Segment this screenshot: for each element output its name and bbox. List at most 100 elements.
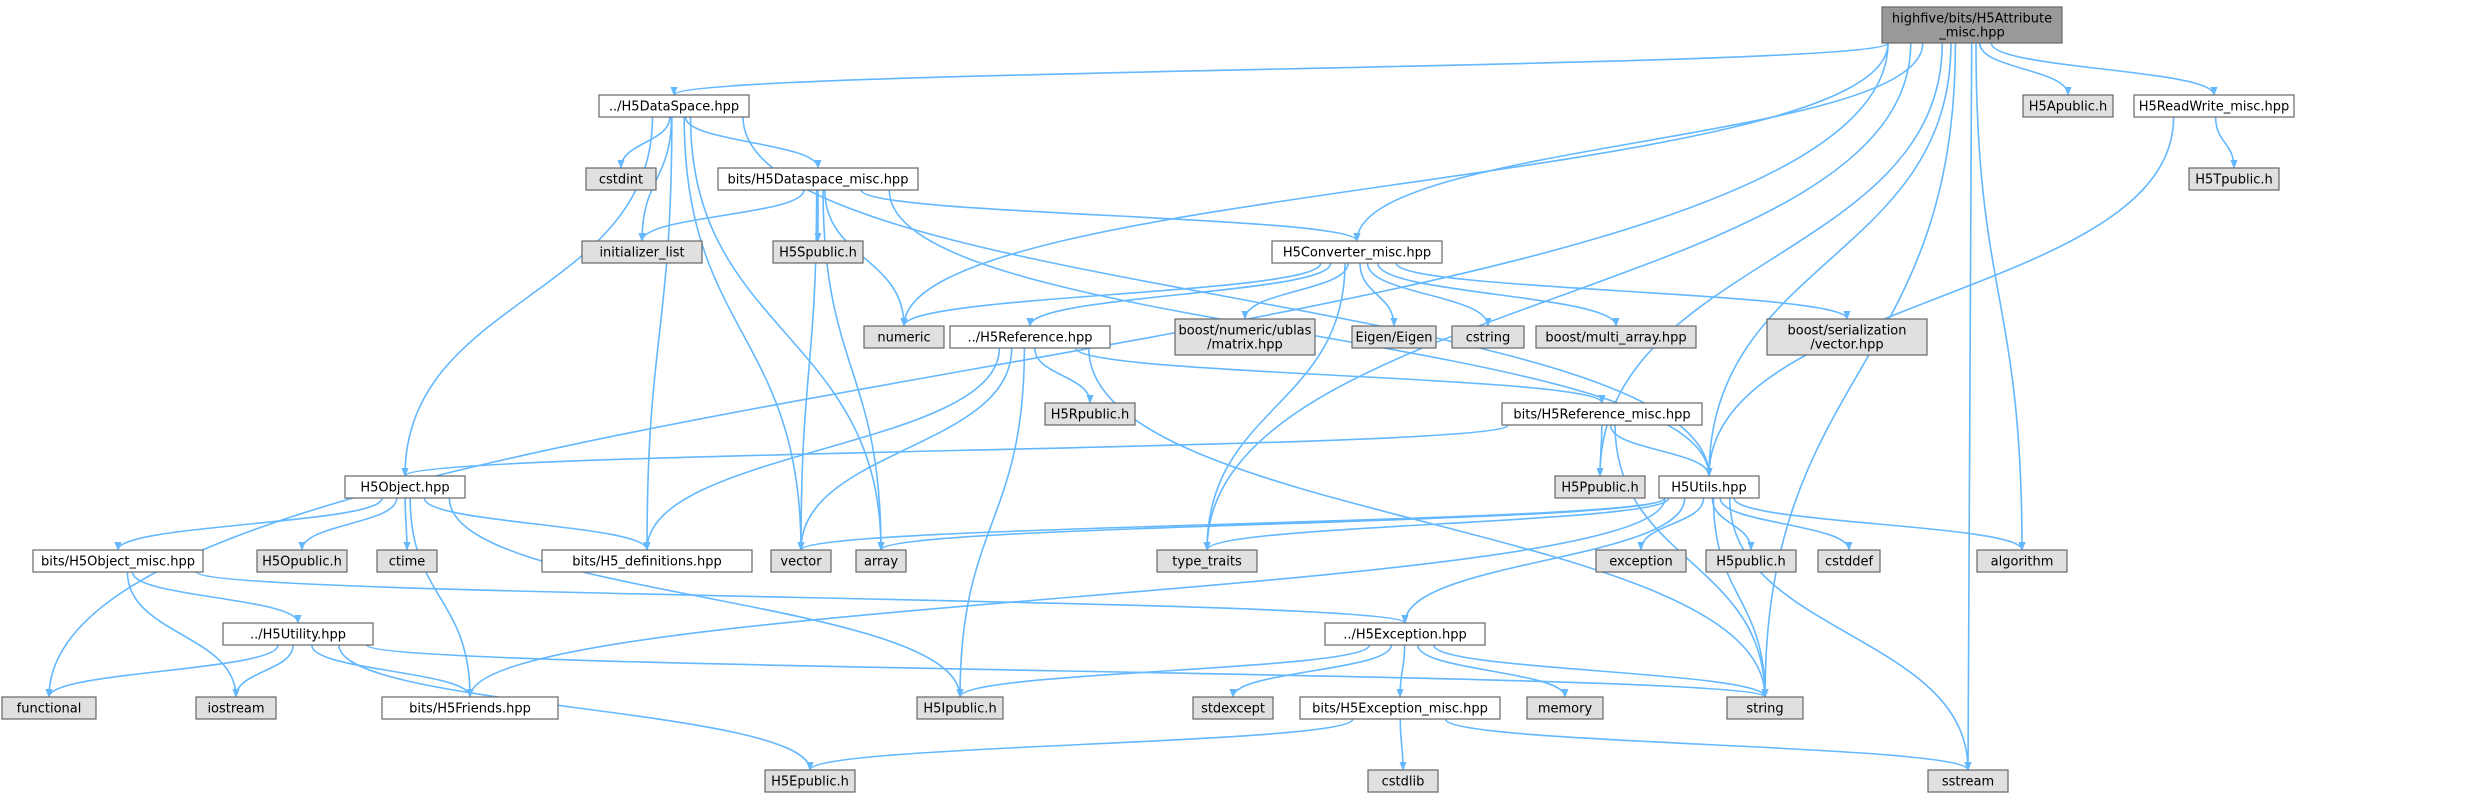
node-label-convmisc: H5Converter_misc.hpp [1283, 246, 1431, 261]
edge-root-to-algorithm [1975, 42, 2026, 551]
node-box-cstring [1451, 325, 1525, 349]
edge-root-to-convmisc [1353, 42, 1924, 242]
node-label-h5opublic: H5Opublic.h [262, 555, 342, 570]
node-h5tpublic: H5Tpublic.h [2188, 167, 2280, 191]
node-box-algorithm [1976, 549, 2068, 573]
edge-root-to-typetraits [1203, 42, 1912, 551]
node-ds[interactable]: ../H5DataSpace.hpp [598, 94, 750, 118]
node-label-ctime: ctime [389, 555, 426, 570]
edge-h5exc-to-excmisc [1396, 644, 1406, 698]
edge-h5exc-to-string [1433, 644, 1769, 698]
edge-ds-to-vector [683, 116, 805, 551]
node-box-cstddef [1817, 549, 1881, 573]
node-label-refmisc: bits/H5Reference_misc.hpp [1513, 408, 1690, 423]
node-box-rwmisc [2133, 94, 2295, 118]
node-box-typetraits [1156, 549, 1258, 573]
node-stdexcept: stdexcept [1192, 696, 1274, 720]
edge-utility-to-functional [45, 644, 279, 698]
node-label-functional: functional [17, 702, 82, 717]
edge-ds-to-cstdint [617, 116, 671, 169]
node-object[interactable]: H5Object.hpp [344, 475, 466, 499]
node-box-objmisc [32, 549, 204, 573]
node-defs[interactable]: bits/H5_definitions.hpp [541, 549, 753, 573]
node-box-dsmisc [717, 167, 919, 191]
node-friends[interactable]: bits/H5Friends.hpp [381, 696, 559, 720]
node-cstddef: cstddef [1817, 549, 1881, 573]
node-box-h5public [1705, 549, 1797, 573]
edge-utils-to-friends [466, 497, 1666, 698]
node-label-h5ipublic: H5Ipublic.h [923, 702, 996, 717]
node-label-objmisc: bits/H5Object_misc.hpp [41, 555, 195, 570]
edge-utils-to-exception [1637, 497, 1705, 551]
node-h5exc[interactable]: ../H5Exception.hpp [1324, 622, 1486, 646]
edge-rwmisc-to-h5tpublic [2214, 116, 2238, 169]
edge-dsmisc-to-initlist [638, 189, 805, 242]
edge-convmisc-to-ref [1026, 262, 1332, 327]
node-box-cstdint [585, 167, 657, 191]
node-box-refmisc [1501, 402, 1703, 426]
node-numeric: numeric [863, 325, 945, 349]
edge-ref-to-defs [643, 347, 1001, 551]
node-label-h5tpublic: H5Tpublic.h [2195, 173, 2272, 188]
edge-objmisc-to-iostream [126, 571, 240, 698]
node-convmisc[interactable]: H5Converter_misc.hpp [1271, 240, 1443, 264]
edge-dsmisc-to-numeric [824, 189, 908, 327]
node-utility[interactable]: ../H5Utility.hpp [222, 622, 374, 646]
edge-objmisc-to-h5exc [196, 571, 1409, 624]
node-root[interactable]: highfive/bits/H5Attribute_misc.hpp [1881, 6, 2063, 44]
node-label-initlist: initializer_list [599, 246, 684, 261]
node-label-excmisc: bits/H5Exception_misc.hpp [1312, 702, 1488, 717]
node-label-numeric: numeric [877, 331, 930, 346]
node-box-h5tpublic [2188, 167, 2280, 191]
node-label-stdexcept: stdexcept [1201, 702, 1265, 717]
edge-h5exc-to-memory [1417, 644, 1569, 698]
node-string: string [1726, 696, 1804, 720]
node-label-vector: vector [780, 555, 822, 570]
edge-excmisc-to-sstream [1444, 718, 1972, 771]
edge-excmisc-to-cstdlib [1399, 718, 1407, 771]
node-utils[interactable]: H5Utils.hpp [1658, 475, 1760, 499]
node-ref[interactable]: ../H5Reference.hpp [949, 325, 1111, 349]
node-box-numeric [863, 325, 945, 349]
node-box-array [855, 549, 907, 573]
node-sstream: sstream [1927, 769, 2009, 793]
node-box-h5opublic [256, 549, 348, 573]
node-h5opublic: H5Opublic.h [256, 549, 348, 573]
node-label-h5epublic: H5Epublic.h [771, 775, 849, 790]
edge-rwmisc-to-utils [1705, 116, 2175, 477]
node-box-h5exc [1324, 622, 1486, 646]
node-dsmisc[interactable]: bits/H5Dataspace_misc.hpp [717, 167, 919, 191]
node-label-typetraits: type_traits [1172, 555, 1242, 570]
node-box-object [344, 475, 466, 499]
node-box-multiarray [1535, 325, 1697, 349]
node-box-root [1881, 6, 2063, 44]
node-rwmisc[interactable]: H5ReadWrite_misc.hpp [2133, 94, 2295, 118]
node-box-ds [598, 94, 750, 118]
node-label-multiarray: boost/multi_array.hpp [1545, 331, 1686, 346]
node-box-h5ipublic [916, 696, 1004, 720]
node-h5epublic: H5Epublic.h [764, 769, 856, 793]
edge-root-to-string [1761, 42, 1957, 698]
node-functional: functional [1, 696, 97, 720]
node-label-algorithm: algorithm [1991, 555, 2054, 570]
edge-utils-to-sstream [1728, 497, 1972, 771]
node-h5apublic: H5Apublic.h [2022, 94, 2114, 118]
node-multiarray: boost/multi_array.hpp [1535, 325, 1697, 349]
node-label-cstdint: cstdint [599, 173, 643, 188]
node-label-sstream: sstream [1942, 775, 1994, 790]
node-refmisc[interactable]: bits/H5Reference_misc.hpp [1501, 402, 1703, 426]
node-label-object: H5Object.hpp [360, 481, 449, 496]
node-label-ds: ../H5DataSpace.hpp [609, 100, 739, 115]
node-eigen: Eigen/Eigen [1351, 325, 1437, 349]
edge-convmisc-to-cstring [1366, 262, 1492, 327]
node-box-excmisc [1299, 696, 1501, 720]
node-excmisc[interactable]: bits/H5Exception_misc.hpp [1299, 696, 1501, 720]
node-label-cstring: cstring [1466, 331, 1510, 346]
edge-root-to-numeric [900, 42, 1889, 327]
edge-root-to-h5apublic [1978, 42, 2072, 96]
node-box-ctime [376, 549, 438, 573]
edge-convmisc-to-eigen [1359, 262, 1398, 327]
node-label-utils: H5Utils.hpp [1671, 481, 1747, 496]
edge-utils-to-string [1712, 497, 1769, 698]
node-objmisc[interactable]: bits/H5Object_misc.hpp [32, 549, 204, 573]
